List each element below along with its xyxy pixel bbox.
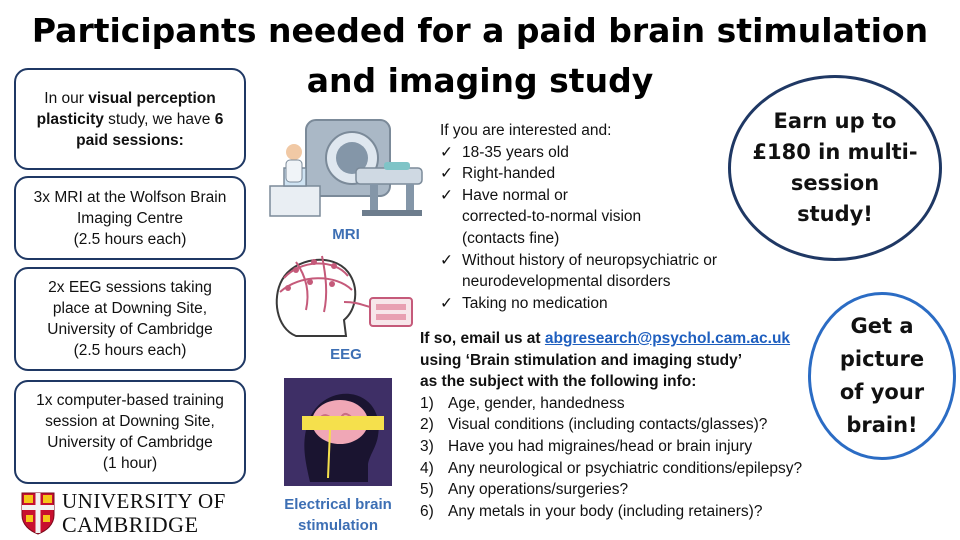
session-line: 3x MRI at the Wolfson Brain	[33, 188, 227, 206]
intro-part-1: In our	[44, 89, 89, 107]
email-prefix: If so, email us at	[420, 330, 545, 347]
criteria-text: corrected-to-normal vision	[462, 208, 642, 226]
session-line: place at Downing Site,	[52, 300, 208, 317]
earnings-line: session study!	[790, 171, 880, 226]
stimulation-label-line-2: stimulation	[297, 517, 378, 534]
criteria-item: ✓ Without history of neuropsychiatric or…	[440, 250, 717, 293]
intro-box: In our visual perception plasticity stud…	[14, 68, 246, 170]
contact-instructions: If so, email us at abgresearch@psychol.c…	[420, 328, 802, 522]
intro-bold-2: 6 paid sessions:	[76, 110, 224, 149]
email-line-2: using ‘Brain stimulation and imaging stu…	[420, 351, 743, 369]
university-name: UNIVERSITY OF CAMBRIDGE	[62, 489, 226, 537]
list-number: 6)	[420, 502, 434, 520]
session-line: University of Cambridge	[47, 434, 213, 451]
session-box-training: 1x computer-based training session at Do…	[14, 380, 246, 484]
session-line: (2.5 hours each)	[73, 230, 187, 248]
list-number: 2)	[420, 416, 434, 434]
email-line-3: as the subject with the following info:	[420, 373, 697, 391]
list-text: Have you had migraines/head or brain inj…	[448, 437, 753, 455]
email-line-1: If so, email us at abgresearch@psychol.c…	[420, 328, 802, 350]
session-line: session at Downing Site,	[45, 413, 215, 430]
checkmark-icon: ✓	[440, 186, 453, 204]
university-name-line-2: CAMBRIDGE	[62, 512, 199, 537]
brain-stimulation-illustration	[284, 378, 392, 486]
list-number: 3)	[420, 437, 434, 455]
checkmark-icon: ✓	[440, 165, 453, 183]
criteria-item: ✓ Right-handed	[440, 163, 717, 185]
checkmark-icon: ✓	[440, 294, 453, 312]
list-item: 6) Any metals in your body (including ret…	[420, 501, 802, 523]
page-title: Participants needed for a paid brain sti…	[0, 6, 960, 106]
criteria-item: ✓ Taking no medication	[440, 293, 717, 315]
criteria-text: Without history of neuropsychiatric or	[462, 251, 717, 269]
list-text: Any operations/surgeries?	[448, 481, 629, 499]
session-line: 2x EEG sessions taking	[48, 279, 212, 296]
criteria-item: ✓ Have normal or corrected-to-normal vis…	[440, 185, 717, 250]
criteria-text: Have normal or	[462, 186, 568, 204]
list-text: Visual conditions (including contacts/gl…	[448, 416, 768, 434]
info-list: 1) Age, gender, handedness 2) Visual condi…	[420, 393, 802, 523]
stimulation-label-line-1: Electrical brain	[284, 496, 392, 513]
list-item: 3) Have you had migraines/head or brain i…	[420, 436, 802, 458]
email-link[interactable]: abgresearch@psychol.cam.ac.uk	[544, 330, 791, 347]
picture-line: of your	[839, 380, 925, 404]
criteria-text: 18-35 years old	[462, 143, 569, 161]
picture-line: Get a	[850, 314, 914, 338]
eeg-head-illustration	[275, 255, 413, 337]
earnings-circle: Earn up to £180 in multi- session study!	[728, 75, 942, 261]
title-line-2: and imaging study	[306, 61, 654, 100]
session-line: (2.5 hours each)	[73, 342, 187, 359]
session-box-mri: 3x MRI at the Wolfson Brain Imaging Cent…	[14, 176, 246, 260]
university-name-line-1: UNIVERSITY OF	[62, 489, 226, 513]
session-line: Imaging Centre	[77, 209, 183, 227]
list-text: Any metals in your body (including retai…	[448, 502, 763, 520]
criteria-intro: If you are interested and:	[440, 122, 612, 139]
list-item: 5) Any operations/surgeries?	[420, 479, 802, 501]
intro-part-2: study, we have	[103, 110, 215, 128]
list-text: Any neurological or psychiatric conditio…	[448, 459, 803, 477]
intro-text: In our visual perception plasticity stud…	[24, 88, 236, 151]
criteria-item: ✓ 18-35 years old	[440, 142, 717, 164]
university-logo: UNIVERSITY OF CAMBRIDGE	[20, 490, 226, 536]
mri-label: MRI	[332, 226, 360, 243]
intro-bold-1: visual perception plasticity	[36, 89, 216, 128]
list-item: 2) Visual conditions (including contacts/…	[420, 414, 802, 436]
eligibility-criteria: If you are interested and: ✓ 18-35 years…	[440, 120, 717, 314]
checkmark-icon: ✓	[440, 143, 453, 161]
brain-picture-circle: Get a picture of your brain!	[808, 292, 956, 460]
earnings-line: £180 in multi-	[752, 140, 918, 164]
list-text: Age, gender, handedness	[448, 394, 625, 412]
title-line-1: Participants needed for a paid brain sti…	[31, 11, 929, 50]
session-box-eeg: 2x EEG sessions taking place at Downing …	[14, 267, 246, 371]
earnings-line: Earn up to	[773, 109, 897, 133]
session-line: 1x computer-based training	[36, 392, 224, 409]
session-line: University of Cambridge	[47, 321, 213, 338]
stimulation-label: Electrical brain stimulation	[272, 494, 404, 536]
eeg-label: EEG	[330, 346, 362, 363]
picture-line: brain!	[846, 413, 918, 437]
list-number: 1)	[420, 394, 434, 412]
list-item: 1) Age, gender, handedness	[420, 393, 802, 415]
criteria-text: neurodevelopmental disorders	[462, 273, 671, 291]
list-number: 4)	[420, 459, 434, 477]
list-number: 5)	[420, 481, 434, 499]
list-item: 4) Any neurological or psychiatric condit…	[420, 458, 802, 480]
criteria-text: Taking no medication	[462, 294, 608, 312]
criteria-text: (contacts fine)	[462, 229, 560, 247]
checkmark-icon: ✓	[440, 251, 453, 269]
session-line: (1 hour)	[102, 455, 158, 472]
mri-scanner-illustration	[269, 119, 423, 217]
criteria-text: Right-handed	[462, 165, 556, 183]
picture-line: picture	[839, 347, 925, 371]
cambridge-shield-icon	[21, 492, 55, 535]
